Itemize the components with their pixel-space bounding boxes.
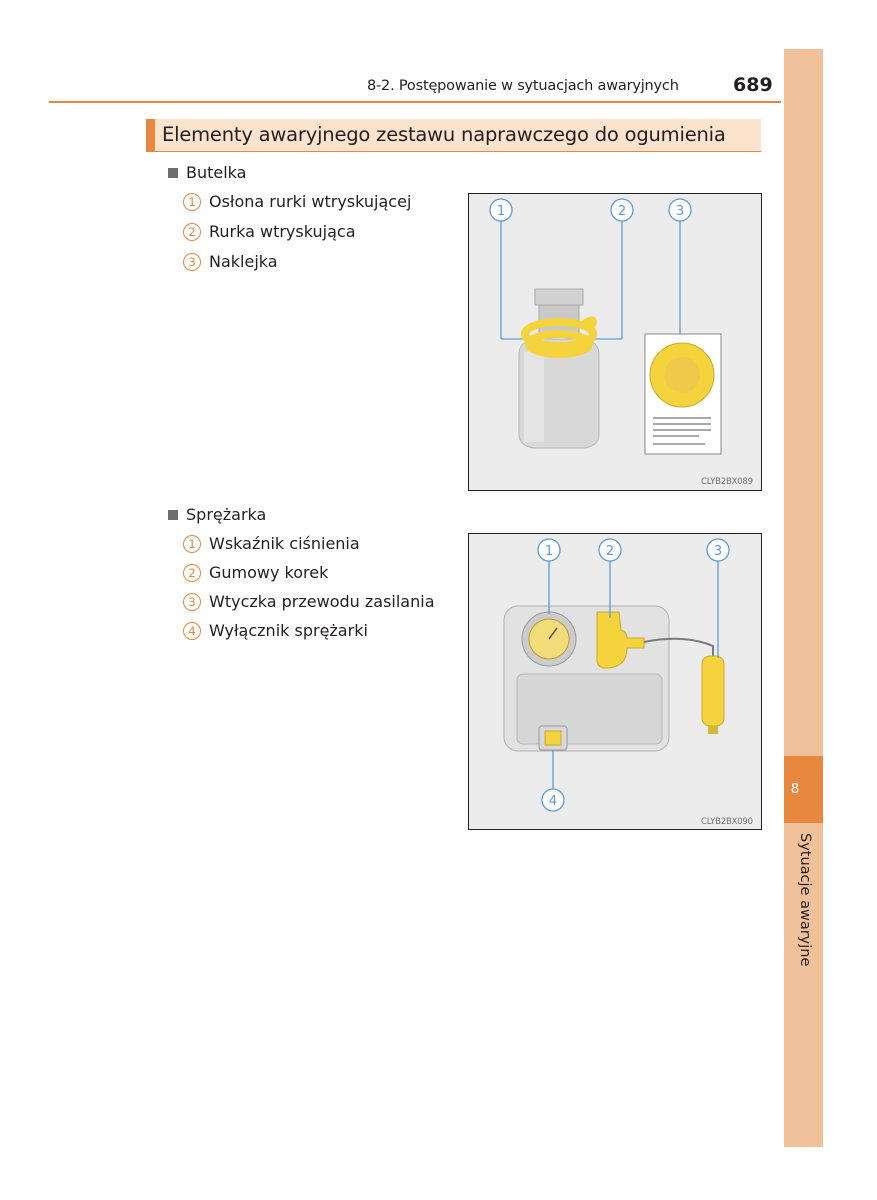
callout-number-icon: 3 [183, 592, 201, 611]
bottle-item-1: 1 Osłona rurki wtryskującej [183, 192, 411, 211]
compressor-item-label: Wtyczka przewodu zasilania [209, 592, 435, 611]
svg-text:3: 3 [714, 544, 722, 559]
callout-4-icon [541, 788, 565, 812]
figure-code: CLYB2BX089 [701, 477, 753, 487]
callout-2-icon [610, 198, 634, 222]
side-tab-label: Sytuacje awaryjne [797, 833, 813, 967]
compressor-item-2: 2 Gumowy korek [183, 563, 328, 582]
compressor-item-label: Wyłącznik sprężarki [209, 621, 368, 640]
side-tab-bar [784, 49, 823, 1147]
compressor-item-label: Gumowy korek [209, 563, 329, 582]
compressor-figure: 1 2 3 4 CLYB2BX090 [468, 533, 762, 830]
callout-1-icon [537, 538, 561, 562]
square-bullet-icon [168, 167, 178, 178]
chapter-header: 8-2. Postępowanie w sytuacjach awaryjnyc… [367, 78, 679, 94]
figure-code: CLYB2BX090 [701, 817, 753, 827]
callout-number-icon: 1 [183, 534, 201, 553]
svg-text:2: 2 [618, 204, 626, 219]
bottle-figure: 1 2 3 CLYB2BX089 [468, 193, 762, 491]
compressor-heading-text: Sprężarka [186, 505, 267, 524]
svg-text:3: 3 [676, 204, 684, 219]
bottle-item-label: Naklejka [209, 252, 278, 271]
compressor-item-4: 4 Wyłącznik sprężarki [183, 621, 368, 640]
compressor-item-label: Wskaźnik ciśnienia [209, 534, 360, 553]
callout-number-icon: 2 [183, 563, 201, 582]
callout-3-icon [668, 198, 692, 222]
bottle-item-3: 3 Naklejka [183, 252, 278, 271]
section-title-bg [146, 119, 761, 152]
bottle-illustration: 1 2 3 [489, 198, 722, 455]
compressor-heading: Sprężarka [168, 505, 266, 524]
compressor-illustration: 1 2 3 4 [503, 538, 730, 812]
callout-number-icon: 3 [183, 252, 201, 271]
bottle-item-label: Rurka wtryskująca [209, 222, 356, 241]
callout-number-icon: 2 [183, 222, 201, 241]
callout-1-icon [489, 198, 513, 222]
square-bullet-icon [168, 509, 178, 520]
bottle-heading-text: Butelka [186, 163, 247, 182]
page-number: 689 [733, 74, 773, 96]
header-rule [49, 101, 781, 103]
section-title: Elementy awaryjnego zestawu naprawczego … [162, 123, 726, 146]
compressor-item-1: 1 Wskaźnik ciśnienia [183, 534, 360, 553]
callout-number-icon: 4 [183, 621, 201, 640]
compressor-item-3: 3 Wtyczka przewodu zasilania [183, 592, 435, 611]
section-title-rule [146, 151, 761, 152]
side-tab-number-box [784, 756, 823, 823]
callout-number-icon: 1 [183, 192, 201, 211]
callout-2-icon [598, 538, 622, 562]
bottle-heading: Butelka [168, 163, 246, 182]
callout-3-icon [706, 538, 730, 562]
bottle-item-label: Osłona rurki wtryskującej [209, 192, 412, 211]
bottle-item-2: 2 Rurka wtryskująca [183, 222, 356, 241]
svg-text:4: 4 [549, 794, 557, 809]
svg-text:2: 2 [606, 544, 614, 559]
side-tab-number: 8 [790, 782, 800, 797]
svg-text:1: 1 [497, 204, 505, 219]
svg-text:1: 1 [545, 544, 553, 559]
section-title-accent [146, 119, 155, 152]
